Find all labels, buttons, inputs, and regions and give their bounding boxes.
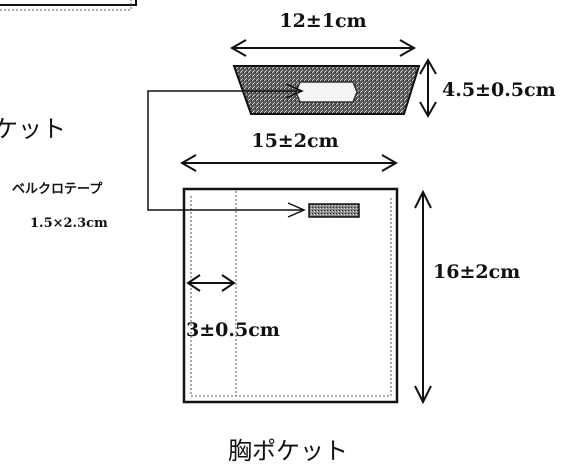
pocket-body [182,187,399,404]
velcro-leader [147,83,306,218]
flap-width-dimension [229,39,417,57]
pocket-flap [232,65,421,115]
flap-height-dimension [419,57,437,119]
flap-height-label: 4.5±0.5cm [442,79,556,101]
pen-slot-dimension [186,274,236,292]
pocket-width-label: 15±2cm [251,130,338,152]
cropped-previous-box [0,0,137,11]
diagram-title: 胸ポケット [228,437,348,465]
left-partial-title: ケット [0,115,66,143]
velcro-patch [308,203,360,218]
pocket-height-label: 16±2cm [433,261,520,283]
velcro-label: ベルクロテープ [12,182,103,197]
pocket-height-dimension [414,189,432,405]
flap-width-label: 12±1cm [279,10,366,32]
pocket-width-dimension [179,154,399,172]
pen-slot-label: 3±0.5cm [186,319,280,341]
velcro-size-label: 1.5×2.3cm [30,216,108,231]
